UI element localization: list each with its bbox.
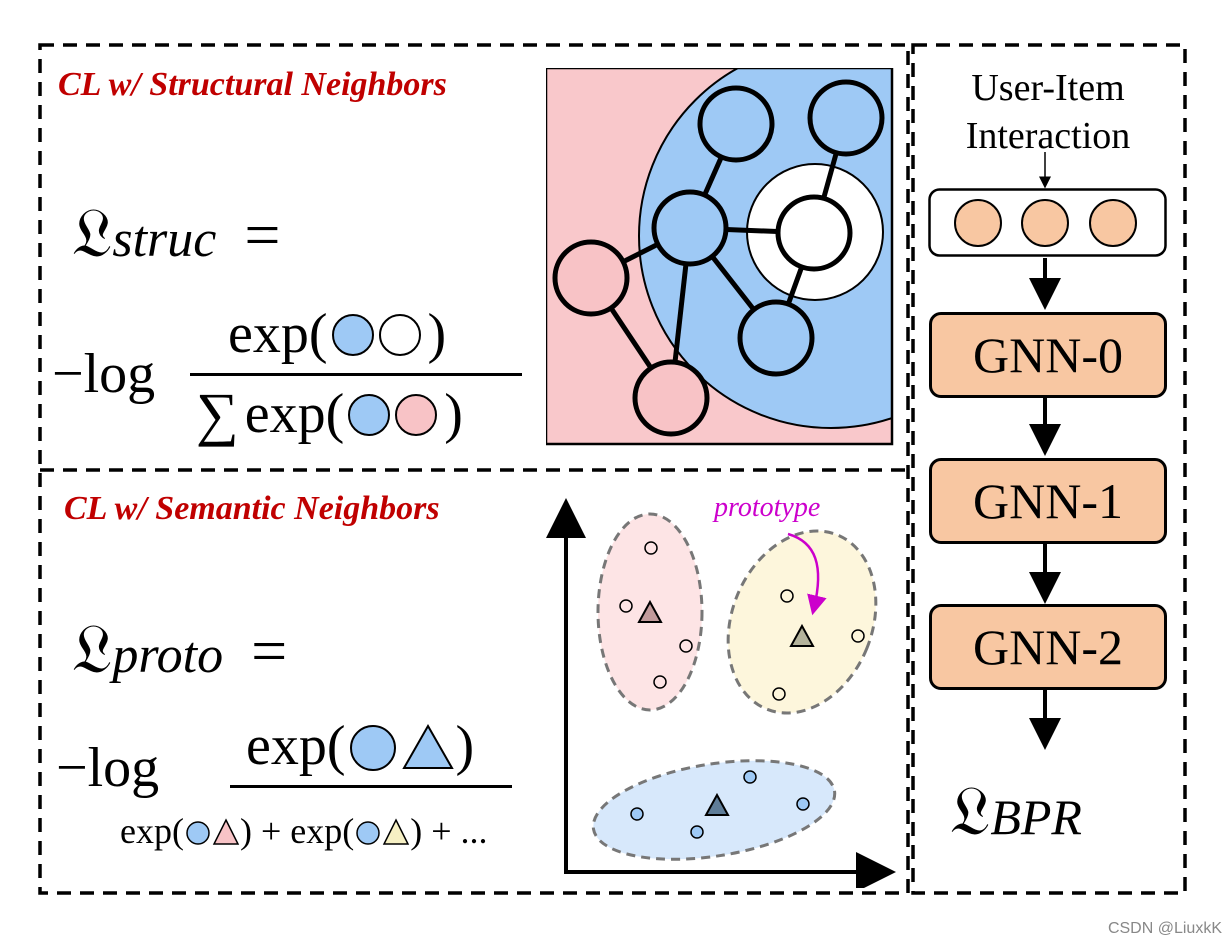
blue-prototype: [704, 792, 730, 816]
bpr-loss: 𝔏BPR: [950, 778, 1082, 846]
pink-prototype: [637, 599, 663, 623]
graph-node: [697, 85, 775, 163]
struc-numerator: exp( ): [228, 306, 446, 362]
struc-loss-heading: 𝔏struc =: [72, 200, 280, 269]
proto-num-close: ): [455, 715, 475, 777]
graph-node-anchor: [775, 194, 853, 272]
embedding-box: [928, 188, 1167, 257]
proto-neg-log: −log: [56, 737, 160, 799]
gnn-layer-1: GNN-1: [929, 458, 1167, 544]
yellow-point: [780, 589, 794, 603]
struc-num-close: ): [427, 303, 447, 365]
yellow-prototype-icon: [383, 818, 410, 845]
proto-num-exp: exp(: [246, 715, 346, 777]
graph-node: [552, 239, 630, 317]
graph-node: [651, 189, 729, 267]
blue-point: [796, 797, 810, 811]
proto-den-part2: ) + exp(: [239, 811, 355, 851]
prototype-arrow: [787, 532, 827, 616]
struc-den-circles: [348, 394, 438, 436]
struc-num-exp: exp(: [228, 303, 328, 365]
proto-fraction-bar: [230, 785, 512, 788]
white-node-icon: [378, 314, 421, 356]
pink-point: [679, 639, 693, 653]
struc-neg-log: −log: [52, 343, 156, 405]
struc-equals: =: [244, 199, 281, 270]
blue-node-icon: [331, 314, 374, 356]
struc-loss-sub: struc: [112, 211, 217, 268]
proto-den-shapes-1: [186, 818, 240, 845]
pipeline-arrows: [1029, 152, 1061, 750]
proto-loss-sub: proto: [112, 627, 224, 684]
pink-point: [619, 599, 633, 613]
blue-prototype-icon: [401, 723, 454, 769]
struc-den-exp: exp(: [244, 383, 345, 445]
embedding-node: [954, 199, 1002, 247]
proto-den-shapes-2: [356, 818, 410, 845]
watermark: CSDN @LiuxkK: [1107, 920, 1222, 937]
input-label: User-Item Interaction: [920, 64, 1176, 160]
blue-node-icon: [349, 725, 396, 771]
proto-den-part3: ) + ...: [410, 811, 488, 851]
proto-loss-symbol: 𝔏: [72, 610, 113, 689]
input-label-line2: Interaction: [965, 115, 1131, 157]
pink-point: [653, 675, 667, 689]
struc-denominator: ∑ exp( ): [196, 384, 463, 444]
pink-prototype-icon: [212, 818, 240, 845]
left-frame: [38, 43, 910, 895]
bpr-loss-sub: BPR: [990, 789, 1082, 845]
blue-node-icon: [356, 821, 380, 845]
structural-title: CL w/ Structural Neighbors: [58, 66, 447, 103]
yellow-cluster: [726, 529, 878, 715]
embedding-node: [1021, 199, 1069, 247]
blue-point: [690, 825, 704, 839]
pink-node-icon: [395, 394, 438, 436]
blue-node-icon: [348, 394, 391, 436]
yellow-point: [851, 629, 865, 643]
graph-node: [632, 359, 710, 437]
prototype-annotation: prototype: [714, 492, 821, 523]
graph-node: [737, 299, 815, 377]
yellow-point: [772, 687, 786, 701]
embedding-node: [1089, 199, 1137, 247]
blue-point: [630, 807, 644, 821]
struc-fraction-bar: [190, 373, 522, 376]
struc-num-circles: [331, 314, 421, 356]
blue-point: [743, 770, 757, 784]
proto-numerator: exp( ): [246, 718, 474, 774]
blue-node-icon: [186, 821, 210, 845]
semantic-scatter: [546, 498, 896, 888]
semantic-title: CL w/ Semantic Neighbors: [64, 490, 440, 527]
gnn-layer-0: GNN-0: [929, 312, 1167, 398]
bpr-loss-symbol: 𝔏: [950, 772, 991, 851]
yellow-prototype: [789, 623, 815, 647]
input-label-line1: User-Item: [971, 67, 1125, 109]
structural-graph: [546, 68, 894, 446]
struc-sum: ∑: [196, 381, 239, 447]
proto-num-shapes: [349, 723, 454, 771]
pink-point: [644, 541, 658, 555]
struc-loss-symbol: 𝔏: [72, 194, 113, 273]
proto-denominator: exp( ) + exp( ) + ...: [120, 810, 488, 852]
gnn-layer-2: GNN-2: [929, 604, 1167, 690]
proto-loss-heading: 𝔏proto =: [72, 616, 287, 685]
proto-equals: =: [251, 615, 288, 686]
graph-node: [807, 79, 885, 157]
struc-den-close: ): [444, 383, 463, 445]
right-frame: [911, 43, 1187, 895]
proto-den-part1: exp(: [120, 811, 184, 851]
